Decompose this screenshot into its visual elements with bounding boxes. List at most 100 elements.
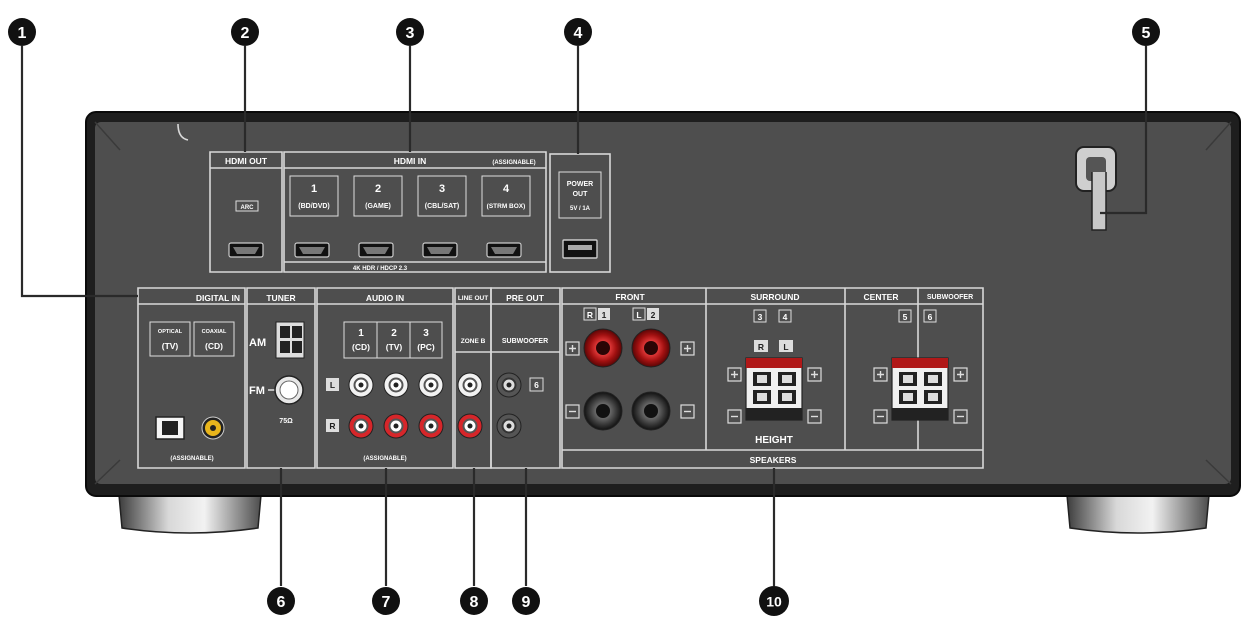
audio-in-2-l-jack[interactable] xyxy=(383,372,409,398)
surround-r-label: R xyxy=(758,342,764,352)
hdmi-in-1-label: (BD/DVD) xyxy=(298,203,330,210)
digital-in-assignable: (ASSIGNABLE) xyxy=(170,456,213,462)
surround-terminal-block[interactable] xyxy=(745,357,803,421)
tuner-title: TUNER xyxy=(266,293,295,303)
subwoofer-pre-out-2-jack[interactable] xyxy=(496,413,522,439)
pre-out-sub-label: SUBWOOFER xyxy=(502,338,548,345)
plus-icon xyxy=(680,341,695,356)
audio-in-3-r-jack[interactable] xyxy=(418,413,444,439)
callout-7: 7 xyxy=(372,587,400,615)
surround-title: SURROUND xyxy=(750,292,799,302)
front-r-label: R xyxy=(587,310,593,320)
hdmi-in-2[interactable]: 2 (GAME) xyxy=(353,175,403,258)
svg-text:2: 2 xyxy=(241,25,250,42)
audio-in-1-l-jack[interactable] xyxy=(348,372,374,398)
minus-icon xyxy=(680,404,695,419)
hdmi-in-section: HDMI IN (ASSIGNABLE) 4K HDR / HDCP 2.3 1… xyxy=(283,151,547,273)
callout-3: 3 xyxy=(396,18,424,46)
minus-icon xyxy=(565,404,580,419)
fm-label: FM xyxy=(249,385,265,397)
tuner-section: TUNER AM FM 75Ω xyxy=(246,287,316,469)
hdmi-in-footer: 4K HDR / HDCP 2.3 xyxy=(353,266,408,272)
plus-icon xyxy=(807,367,822,382)
callout-8: 8 xyxy=(460,587,488,615)
audio-in-section: AUDIO IN 1 (CD) 2 (TV) 3 (PC) L R (ASSIG… xyxy=(316,287,454,469)
digital-in-section: DIGITAL IN OPTICAL (TV) COAXIAL (CD) (AS… xyxy=(137,287,246,469)
hdmi-in-2-num: 2 xyxy=(375,183,381,195)
hdmi-in-1-num: 1 xyxy=(311,183,317,195)
svg-text:10: 10 xyxy=(766,594,782,610)
line-out-title: LINE OUT xyxy=(458,295,488,302)
sub-num: 6 xyxy=(928,312,933,322)
front-l-num: 2 xyxy=(651,310,656,320)
svg-text:4: 4 xyxy=(574,25,583,42)
hdmi-in-title: HDMI IN xyxy=(394,156,427,166)
hdmi-in-3[interactable]: 3 (CBL/SAT) xyxy=(417,175,467,258)
am-antenna-terminal[interactable] xyxy=(275,321,305,359)
hdmi-in-4[interactable]: 4 (STRM BOX) xyxy=(481,175,531,258)
hdmi-out-port[interactable] xyxy=(228,242,264,258)
coaxial-port[interactable] xyxy=(201,416,225,440)
front-r-negative-post[interactable] xyxy=(583,391,623,431)
hdmi-in-4-num: 4 xyxy=(503,183,510,195)
hdmi-in-3-label: (CBL/SAT) xyxy=(425,203,459,210)
plus-icon xyxy=(727,367,742,382)
plus-icon xyxy=(953,367,968,382)
plus-icon xyxy=(565,341,580,356)
audio-in-2-label: (TV) xyxy=(386,342,403,352)
optical-port[interactable] xyxy=(155,416,185,440)
front-r-positive-post[interactable] xyxy=(583,328,623,368)
pre-out-section: PRE OUT SUBWOOFER 6 xyxy=(490,287,561,469)
callout-4: 4 xyxy=(564,18,592,46)
audio-in-3-l-jack[interactable] xyxy=(418,372,444,398)
hdmi-out-title: HDMI OUT xyxy=(225,156,268,166)
audio-in-2-num: 2 xyxy=(391,328,397,339)
height-label: HEIGHT xyxy=(755,435,793,446)
zone-b-r-jack[interactable] xyxy=(457,413,483,439)
minus-icon xyxy=(953,409,968,424)
hdmi-in-2-label: (GAME) xyxy=(365,203,391,210)
front-l-positive-post[interactable] xyxy=(631,328,671,368)
audio-in-2-r-jack[interactable] xyxy=(383,413,409,439)
hdmi-out-section: HDMI OUT ARC xyxy=(209,151,283,273)
pre-out-num: 6 xyxy=(534,380,539,390)
am-label: AM xyxy=(249,337,266,349)
minus-icon xyxy=(807,409,822,424)
front-l-label: L xyxy=(636,310,641,320)
audio-in-1-r-jack[interactable] xyxy=(348,413,374,439)
callout-1: 1 xyxy=(8,18,36,46)
minus-icon xyxy=(873,409,888,424)
center-terminal-block[interactable] xyxy=(891,357,949,421)
surround-num-3: 3 xyxy=(758,312,763,322)
callout-5: 5 xyxy=(1132,18,1160,46)
hdmi-in-3-num: 3 xyxy=(439,183,445,195)
audio-in-assignable: (ASSIGNABLE) xyxy=(363,456,406,462)
front-l-negative-post[interactable] xyxy=(631,391,671,431)
power-out-line1: POWER xyxy=(567,181,593,188)
audio-in-1-num: 1 xyxy=(358,328,364,339)
surround-num-4: 4 xyxy=(783,312,788,322)
center-num: 5 xyxy=(903,312,908,322)
hdmi-in-assignable: (ASSIGNABLE) xyxy=(492,160,535,166)
svg-text:5: 5 xyxy=(1142,25,1151,42)
callout-leaders xyxy=(20,46,1148,586)
plus-icon xyxy=(873,367,888,382)
svg-text:7: 7 xyxy=(382,594,391,611)
minus-icon xyxy=(727,409,742,424)
audio-in-title: AUDIO IN xyxy=(366,293,404,303)
front-title: FRONT xyxy=(615,292,645,302)
surround-l-label: L xyxy=(783,342,788,352)
subwoofer-pre-out-1-jack[interactable] xyxy=(496,372,522,398)
optical-label: OPTICAL xyxy=(158,329,183,335)
audio-in-3-num: 3 xyxy=(423,328,429,339)
fm-antenna-jack[interactable] xyxy=(274,375,304,405)
speakers-section: SPEAKERS FRONT R 1 L 2 SURROUND 3 4 R L xyxy=(561,287,984,469)
usb-port[interactable] xyxy=(562,239,598,259)
hdmi-in-1[interactable]: 1 (BD/DVD) xyxy=(289,175,339,258)
audio-in-left-label: L xyxy=(330,380,335,390)
callout-6: 6 xyxy=(267,587,295,615)
front-r-num: 1 xyxy=(602,310,607,320)
zone-b-l-jack[interactable] xyxy=(457,372,483,398)
power-cord-inlet xyxy=(1075,146,1117,231)
pre-out-title: PRE OUT xyxy=(506,293,545,303)
